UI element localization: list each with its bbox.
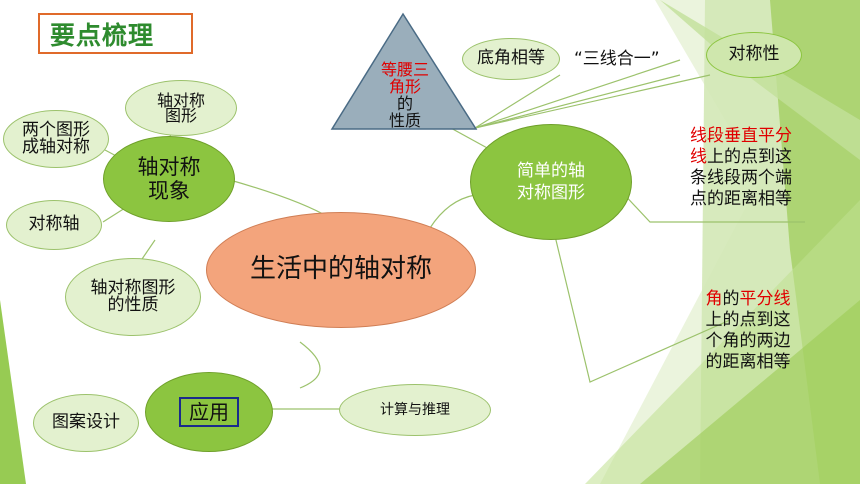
pattern-design-label: 图案设计 (52, 412, 120, 433)
figure-properties-label: 轴对称图形 的性质 (90, 278, 176, 315)
angle-bisector-note: 角的平分线 上的点到这 个角的两边 的距离相等 (680, 289, 816, 373)
axis-symmetry-phenomenon-label: 轴对称 现象 (137, 154, 201, 203)
segment-bisector-line-2: 线上的点到这 (690, 147, 792, 167)
angle-bisector-line-4: 的距离相等 (705, 352, 791, 372)
symmetry-axis-node: 对称轴 (6, 200, 102, 250)
triangle-label-red: 等腰三 角形 (380, 60, 429, 96)
angle-bisector-line-3: 个角的两边 (705, 331, 791, 351)
pattern-design-node: 图案设计 (33, 394, 139, 452)
axis-symmetric-figure-node: 轴对称 图形 (125, 80, 237, 136)
figure-properties-node: 轴对称图形 的性质 (65, 258, 201, 336)
symmetry-label: 对称性 (728, 44, 780, 65)
angle-bisector-line-2: 上的点到这 (705, 310, 791, 330)
simple-symmetric-figures-label: 简单的轴 对称图形 (517, 161, 585, 203)
symmetry-node: 对称性 (706, 32, 802, 78)
axis-symmetry-phenomenon-node: 轴对称 现象 (103, 136, 235, 222)
simple-symmetric-figures-node: 简单的轴 对称图形 (470, 124, 632, 240)
segment-bisector-line-3: 条线段两个端 (690, 168, 792, 188)
triangle-label-black: 的 性质 (388, 94, 421, 130)
calculation-reasoning-label: 计算与推理 (380, 401, 450, 418)
base-angles-label: 底角相等 (477, 48, 545, 69)
page-title: 要点梳理 (38, 13, 193, 54)
symmetry-axis-label: 对称轴 (28, 214, 80, 235)
center-topic-node: 生活中的轴对称 (206, 212, 476, 328)
segment-bisector-line-4: 点的距离相等 (690, 189, 792, 209)
center-topic-label: 生活中的轴对称 (249, 254, 432, 285)
page-title-text: 要点梳理 (50, 20, 155, 50)
two-figures-symmetric-node: 两个图形 成轴对称 (3, 110, 109, 168)
segment-bisector-line-1-text: 线段垂直平分 (690, 126, 792, 146)
three-lines-label: “三线合一” (574, 49, 660, 69)
two-figures-symmetric-label: 两个图形 成轴对称 (22, 120, 90, 157)
application-label: 应用 (179, 397, 239, 427)
segment-bisector-note: 线段垂直平分 线上的点到这 条线段两个端 点的距离相等 (666, 126, 816, 210)
calculation-reasoning-node: 计算与推理 (339, 384, 491, 436)
base-angles-node: 底角相等 (462, 38, 560, 80)
axis-symmetric-figure-label: 轴对称 图形 (156, 91, 205, 125)
angle-bisector-line-1: 角的平分线 (705, 289, 791, 309)
segment-bisector-line-1: 线段垂直平分 (666, 126, 816, 147)
application-node: 应用 (145, 372, 273, 452)
isosceles-triangle-shape (330, 12, 478, 130)
triangle-label: 等腰三 角形的 性质 (365, 61, 445, 129)
